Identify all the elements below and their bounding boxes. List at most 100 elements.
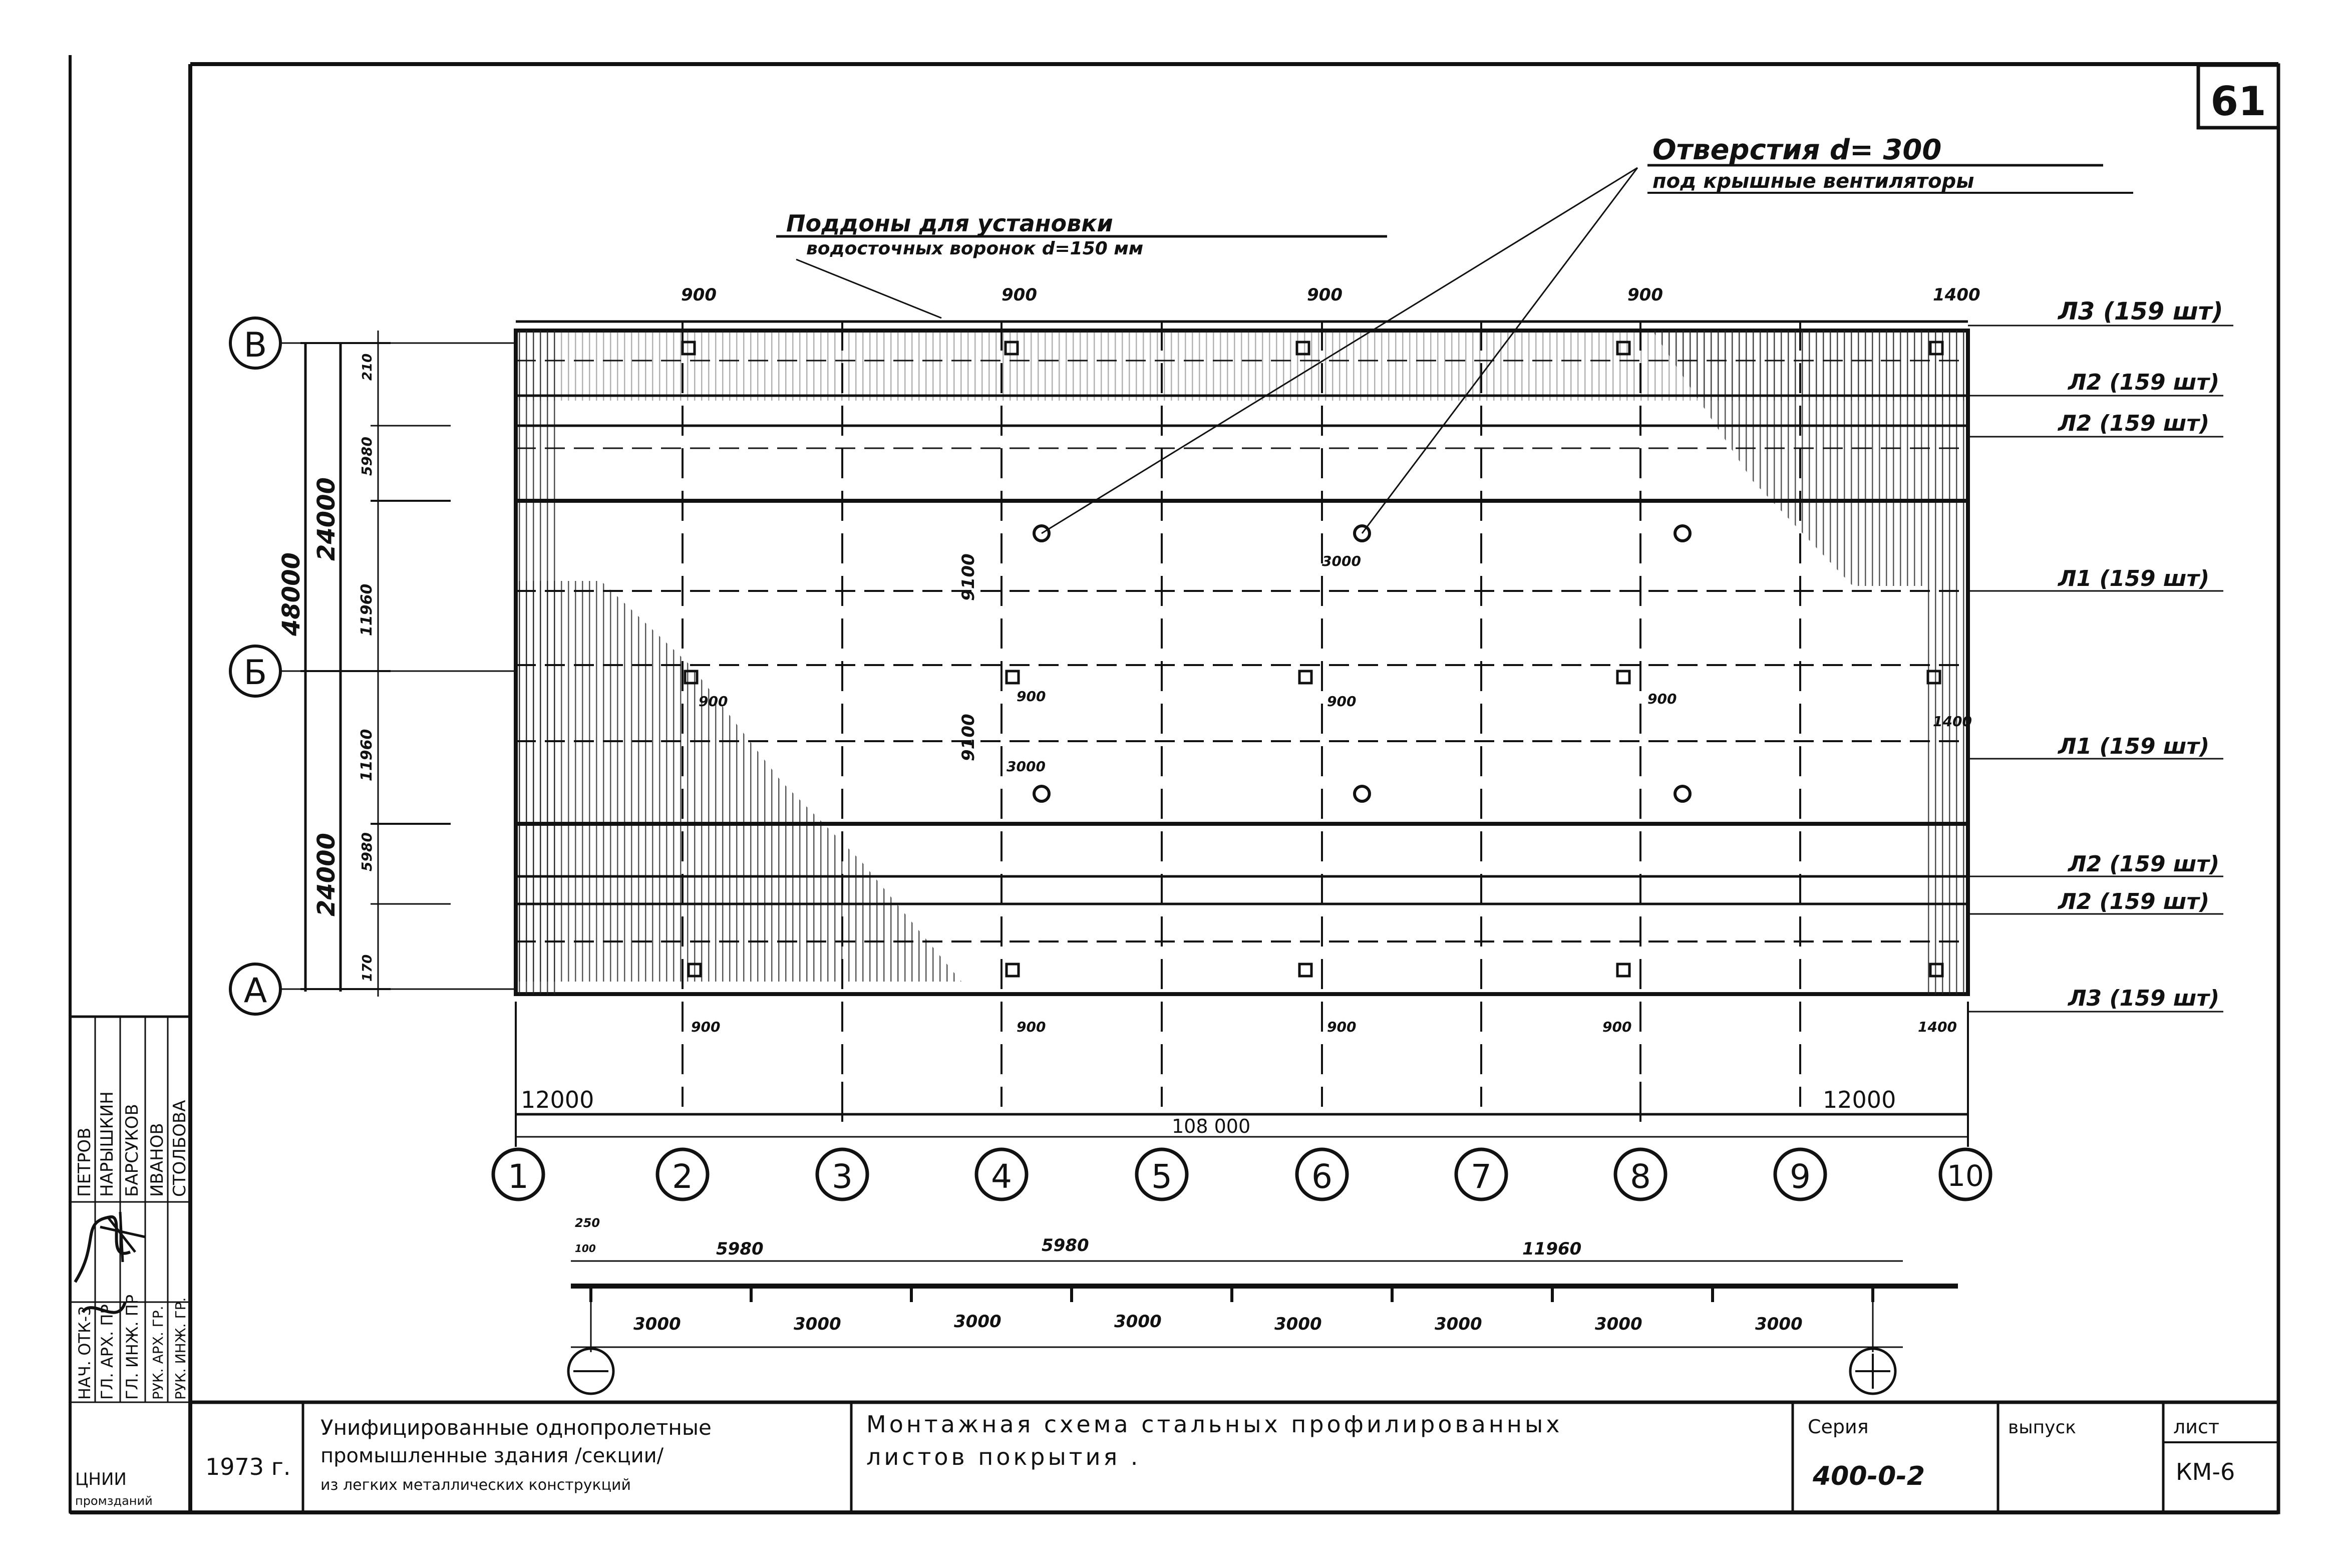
column-axis: 5	[1135, 1147, 1189, 1201]
org-line-1: ЦНИИ	[75, 1469, 127, 1489]
stamp-name: БАРСУКОВ	[122, 1104, 142, 1197]
detail-top-dim-2: 5980	[1042, 1235, 1089, 1256]
project-line-2: промышленные здания /секции/	[320, 1444, 664, 1467]
row-axis-label: В	[244, 326, 267, 365]
row-axis-a: А	[229, 963, 516, 1016]
dim-half-lower: 24000	[312, 833, 341, 916]
column-axis: 7	[1454, 1147, 1508, 1201]
vent-callout: Отверстия d= 300 под крышные вентиляторы	[1041, 134, 2133, 534]
dim-strip-2: 5980	[359, 832, 375, 871]
stamp-role: РУК. АРХ. ГР.	[150, 1306, 166, 1400]
dim-sub-upper: 11960	[358, 584, 376, 636]
year: 1973 г.	[205, 1453, 290, 1480]
vent-callout-sub: под крышные вентиляторы	[1652, 170, 1974, 193]
dim-end-right: 12000	[1823, 1086, 1896, 1113]
row-axis-label: Б	[244, 653, 267, 693]
detail-bottom-dim: 3000	[954, 1312, 1002, 1332]
series-value: 400-0-2	[1812, 1461, 1925, 1491]
column-axis-label: 4	[991, 1157, 1012, 1196]
column-axis: 9	[1773, 1147, 1827, 1201]
org-line-2: промзданий	[75, 1494, 153, 1508]
dim-hole-spacing-2: 3000	[1007, 758, 1046, 775]
stamp-name: ИВАНОВ	[147, 1123, 167, 1197]
dim-edge-right: 1400	[1933, 285, 1980, 305]
column-axis-label: 8	[1630, 1157, 1651, 1196]
plan-dims: 900 900 900 900 1400 3000 3000 9100 9100…	[681, 285, 1980, 1035]
sheet-label: Л1 (159 шт)	[2057, 734, 2209, 759]
sheet-code: КМ-6	[2176, 1458, 2235, 1485]
sheet-type-labels: Л3 (159 шт) Л2 (159 шт) Л2 (159 шт) Л1 (…	[1968, 297, 2233, 1013]
column-axis-label: 5	[1151, 1157, 1172, 1196]
detail-corner-dim: 250	[575, 1216, 600, 1230]
dim-edge-right-3: 1400	[1918, 1019, 1957, 1035]
dim-tray-pitch-b4: 900	[1647, 691, 1677, 707]
sheet-label: Л2 (159 шт)	[2057, 411, 2209, 436]
column-axis-label: 2	[672, 1157, 693, 1196]
column-axis-label: 9	[1790, 1157, 1811, 1196]
sheet-label: Л3 (159 шт)	[2067, 986, 2219, 1011]
dim-edge-right-2: 1400	[1933, 713, 1972, 730]
stamp-role: РУК. ИНЖ. ГР.	[172, 1298, 189, 1400]
section-detail: 250 100 5980 5980 11960 3000 3000 3000 3…	[567, 1216, 1958, 1395]
drawing-title-line-2: листов покрытия .	[866, 1443, 1141, 1470]
row-axis-b: Б	[229, 645, 516, 698]
sheet-label: Л2 (159 шт)	[2067, 851, 2219, 877]
detail-bottom-dim: 3000	[1595, 1314, 1642, 1334]
dim-small-a: 210	[360, 354, 375, 381]
column-axes: 1 2 3 4 5 6 7 8 9 10	[491, 1147, 1992, 1201]
column-axis-label: 10	[1947, 1159, 1984, 1193]
sheet-number: 61	[2210, 78, 2266, 125]
stamp-role: НАЧ. ОТК-3	[75, 1306, 94, 1400]
sheet-label: Л3 (159 шт)	[2057, 297, 2223, 326]
dim-hole-offset: 9100	[958, 553, 978, 601]
roof-plan: 900 900 900 900 1400 3000 3000 9100 9100…	[514, 285, 1980, 1107]
column-axis: 4	[974, 1147, 1029, 1201]
drain-trays	[681, 341, 1944, 978]
detail-bottom-dim: 3000	[1755, 1314, 1803, 1334]
dim-tray-pitch-a4: 900	[1602, 1019, 1631, 1035]
tray-callout: Поддоны для установки водосточных вороно…	[776, 210, 1387, 319]
dim-small-b: 170	[360, 955, 375, 982]
sheet-label: Л2 (159 шт)	[2067, 370, 2219, 395]
detail-top-dim-1: 5980	[716, 1239, 764, 1259]
column-axis: 3	[815, 1147, 869, 1201]
dim-total-height: 48000	[277, 552, 305, 637]
row-axis-label: А	[244, 971, 267, 1011]
dim-strip-1: 5980	[359, 437, 375, 476]
dim-tray-pitch-b2: 900	[1017, 688, 1046, 705]
drawing-title-line-1: Монтажная схема стальных профилированных	[866, 1411, 1563, 1438]
series-label: Серия	[1808, 1416, 1869, 1438]
bottom-dimensions: 12000 108 000 12000	[515, 1002, 1969, 1147]
row-axes: В Б А	[229, 317, 516, 1016]
detail-corner-dim-2: 100	[575, 1242, 596, 1255]
detail-bottom-dim: 3000	[633, 1314, 681, 1334]
tray-callout-sub: водосточных воронок d=150 мм	[806, 238, 1143, 259]
dim-edge-top-2: 900	[1002, 285, 1037, 305]
dim-tray-pitch-a1: 900	[691, 1019, 720, 1035]
column-axis-label: 7	[1471, 1157, 1492, 1196]
column-axis: 2	[655, 1147, 710, 1201]
issue-label: выпуск	[2008, 1417, 2076, 1438]
dim-edge-top-1: 900	[681, 285, 717, 305]
column-axis: 8	[1613, 1147, 1667, 1201]
dim-tray-pitch-a3: 900	[1327, 1019, 1356, 1035]
tray-callout-title: Поддоны для установки	[786, 210, 1113, 237]
dim-total-length: 108 000	[1172, 1115, 1250, 1137]
sheet-number-box: 61	[2196, 63, 2280, 130]
dim-half-upper: 24000	[312, 477, 341, 561]
dim-edge-top-4: 900	[1627, 285, 1663, 305]
column-axis-label: 1	[508, 1157, 529, 1196]
stamp-name: СТОЛБОВА	[170, 1100, 190, 1197]
title-block: ЦНИИ промзданий 1973 г. Унифицированные …	[75, 1400, 2280, 1514]
stamp-name: НАРЫШКИН	[97, 1091, 117, 1197]
column-axis: 1	[491, 1147, 545, 1201]
signature-mark	[74, 1215, 131, 1314]
column-axis-label: 6	[1311, 1157, 1332, 1196]
dim-hole-spacing: 3000	[1322, 553, 1361, 569]
column-axis: 6	[1295, 1147, 1349, 1201]
column-axis-label: 3	[832, 1157, 853, 1196]
vent-holes	[1033, 524, 1692, 803]
dim-tray-pitch-b: 900	[699, 693, 728, 710]
sheet-label-title: лист	[2173, 1416, 2219, 1438]
project-line-3: из легких металлических конструкций	[320, 1476, 631, 1494]
